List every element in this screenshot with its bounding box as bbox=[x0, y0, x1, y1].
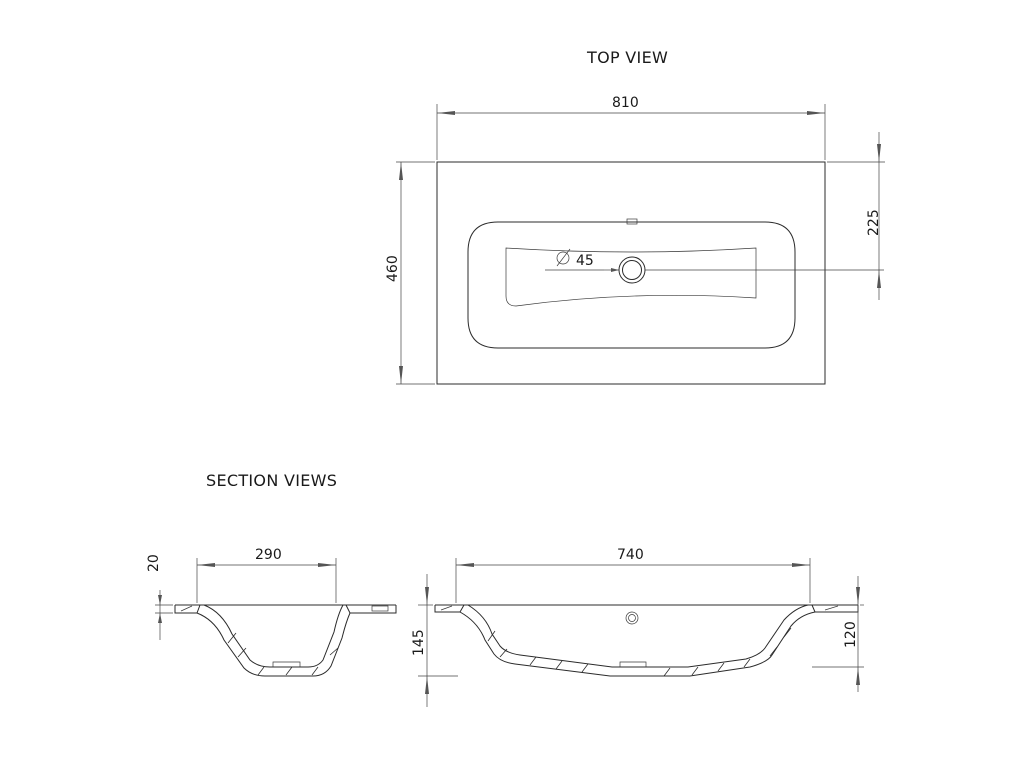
top-outline bbox=[436, 161, 826, 385]
dim-front-height: 145 bbox=[411, 574, 458, 707]
top-width-label: 810 bbox=[612, 95, 639, 111]
side-hatching bbox=[227, 632, 339, 676]
dim-top-width: 810 bbox=[436, 95, 826, 160]
basin-floor bbox=[505, 247, 757, 307]
dim-front-width: 740 bbox=[455, 547, 811, 603]
front-width-label: 740 bbox=[617, 547, 644, 563]
drain-inner bbox=[622, 260, 642, 280]
dim-drain-offset: 225 bbox=[827, 132, 885, 300]
front-depth-label: 120 bbox=[843, 621, 859, 648]
top-view-heading: TOP VIEW bbox=[587, 48, 669, 67]
front-height-label: 145 bbox=[411, 629, 427, 656]
dim-front-depth: 120 bbox=[812, 576, 864, 692]
overflow-hole bbox=[625, 611, 639, 625]
side-width-label: 290 bbox=[255, 547, 282, 563]
front-hatching bbox=[487, 627, 792, 677]
drain-diameter-label: 45 bbox=[576, 253, 594, 269]
diameter-symbol-icon bbox=[556, 248, 571, 267]
side-section: 290 20 bbox=[146, 547, 397, 677]
top-depth-label: 460 bbox=[385, 255, 401, 282]
bowl-outline bbox=[467, 221, 796, 349]
drain-offset-label: 225 bbox=[866, 209, 882, 236]
side-rim-label: 20 bbox=[146, 554, 162, 572]
dim-top-depth: 460 bbox=[385, 161, 435, 385]
dim-side-rim: 20 bbox=[146, 554, 173, 640]
section-views-heading: SECTION VIEWS bbox=[206, 471, 338, 490]
front-section: 740 145 120 bbox=[411, 547, 864, 707]
dim-side-width: 290 bbox=[196, 547, 337, 603]
overflow-slot bbox=[626, 218, 638, 225]
top-view: 45 810 460 bbox=[385, 95, 885, 385]
